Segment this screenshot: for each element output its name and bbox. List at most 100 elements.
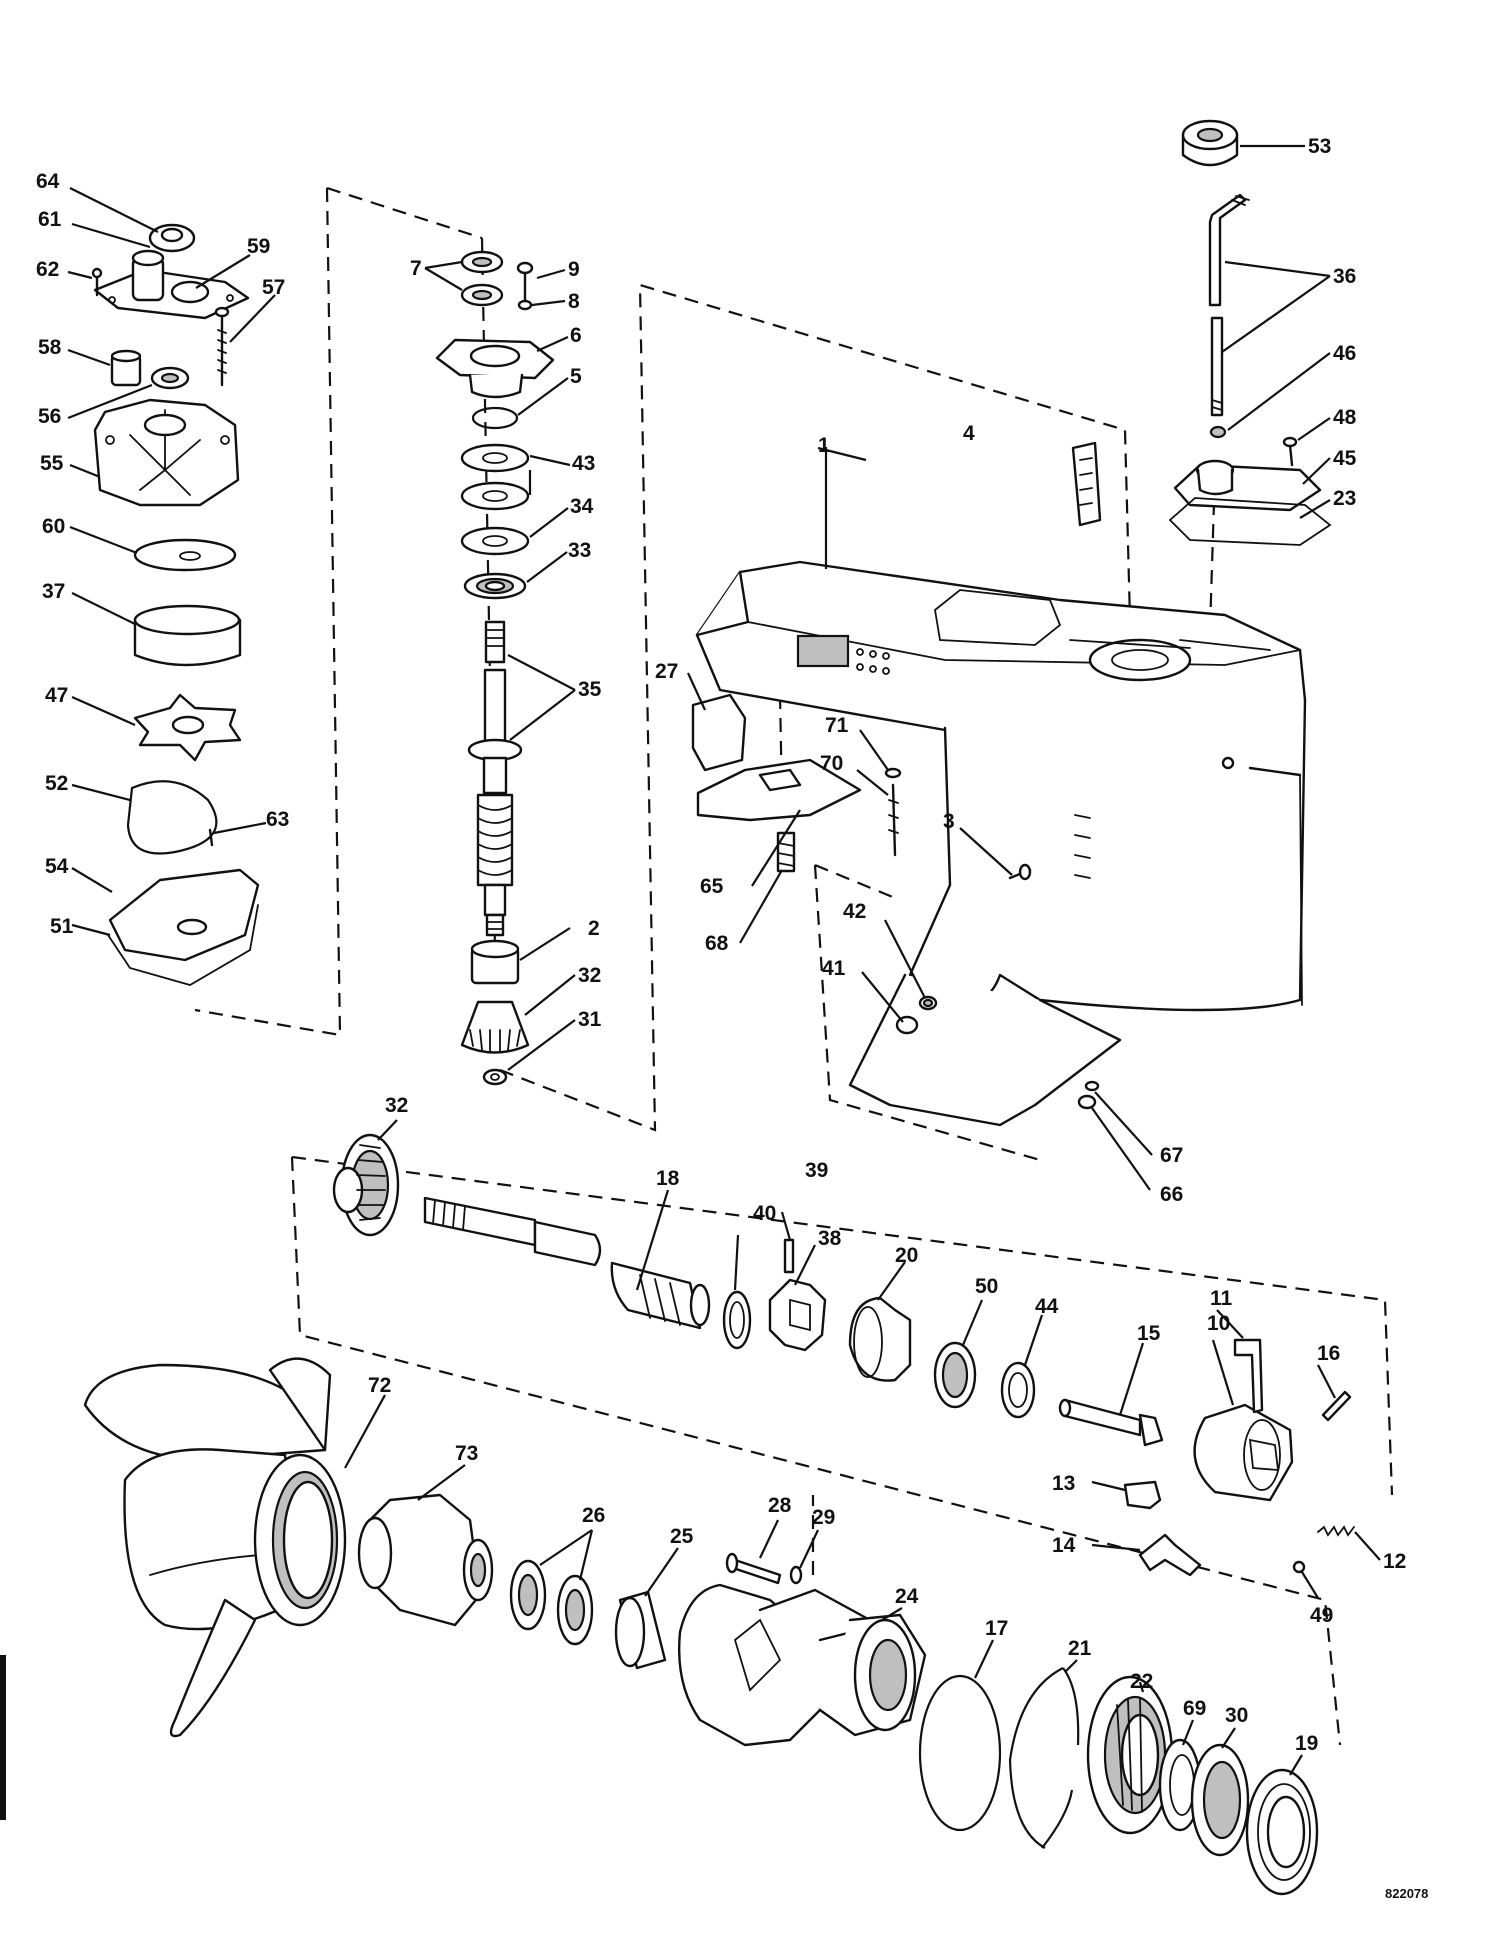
part-14 [1138,1533,1202,1577]
part-21 [1008,1667,1080,1849]
part-15 [1063,1398,1142,1437]
callout-42: 42 [843,900,866,923]
part-52 [126,780,218,855]
callout-51: 51 [50,915,74,938]
callout-8: 8 [568,290,580,313]
part-71 [884,767,902,779]
callout-57: 57 [262,276,285,299]
callout-24: 24 [895,1585,919,1608]
callout-40: 40 [753,1202,776,1225]
part-63 [208,828,214,847]
callout-43: 43 [572,452,595,475]
callout-32-gear: 32 [385,1094,408,1117]
part-36-upper [1208,193,1247,307]
callout-52: 52 [45,772,68,795]
callout-39: 39 [805,1159,828,1182]
callout-5: 5 [570,365,582,388]
callout-44: 44 [1035,1295,1059,1318]
callout-13: 13 [1052,1472,1075,1495]
callout-45: 45 [1333,447,1357,470]
callout-17: 17 [985,1617,1008,1640]
part-39 [783,1238,795,1274]
callout-2: 2 [588,917,600,940]
callout-55: 55 [40,452,64,475]
callout-47: 47 [45,684,68,707]
leader-lines [67,144,1381,1776]
scan-edge-bar [0,1655,6,1820]
callout-30: 30 [1225,1704,1248,1727]
part-29 [789,1565,803,1585]
part-51 [107,904,259,986]
callout-49: 49 [1310,1604,1333,1627]
callout-7: 7 [410,257,422,280]
callout-54: 54 [45,855,69,878]
callout-58: 58 [38,336,62,359]
callout-61: 61 [38,208,62,231]
callout-22: 22 [1130,1670,1153,1693]
water-pump-parts [91,223,260,986]
callout-11: 11 [1210,1287,1233,1310]
part-12 [1317,1525,1355,1537]
callout-28: 28 [768,1494,792,1517]
callout-37: 37 [42,580,65,603]
part-65 [696,758,862,822]
part-27 [691,693,747,772]
callout-46: 46 [1333,342,1356,365]
callout-32-pinion: 32 [578,964,601,987]
part-46 [1209,425,1227,439]
part-44 [1000,1361,1036,1419]
part-36-lower [1210,316,1224,417]
callout-69: 69 [1183,1697,1206,1720]
part-5 [471,406,519,430]
callout-18: 18 [656,1167,680,1190]
callout-20: 20 [895,1244,918,1267]
part-20 [848,1296,912,1382]
callout-9: 9 [568,258,580,281]
callout-35: 35 [578,678,602,701]
part-16 [1321,1390,1352,1422]
part-23 [1168,497,1332,546]
callout-66: 66 [1160,1183,1183,1206]
propeller [83,1357,332,1738]
callout-3: 3 [943,810,955,833]
part-38 [768,1278,827,1352]
part-35 [467,620,523,937]
callout-14: 14 [1052,1534,1076,1557]
callout-34: 34 [570,495,594,518]
callout-60: 60 [42,515,65,538]
gearcase-housing-part-1 [695,560,1307,1127]
shift-rod-parts [1168,119,1332,546]
callout-1: 1 [818,434,830,457]
callout-33: 33 [568,539,591,562]
callout-36: 36 [1333,265,1356,288]
part-32-gear [332,1133,400,1237]
part-32-pinion [460,1000,530,1054]
callout-31: 31 [578,1008,602,1031]
callout-15: 15 [1137,1322,1161,1345]
callout-25: 25 [670,1525,694,1548]
callout-48: 48 [1333,406,1357,429]
callout-10: 10 [1207,1312,1230,1335]
diagram-reference-number: 822078 [1385,1886,1428,1901]
part-8 [517,299,533,311]
part-60 [133,538,237,572]
part-31 [482,1068,508,1086]
callout-73: 73 [455,1442,478,1465]
callout-29: 29 [812,1506,835,1529]
callout-23: 23 [1333,487,1356,510]
propshaft-upper-row [332,1133,1355,1577]
callout-12: 12 [1383,1550,1406,1573]
part-66 [1077,1094,1097,1110]
callout-6: 6 [570,324,582,347]
callout-41: 41 [822,957,846,980]
part-24 [678,1583,927,1747]
part-48 [1288,443,1294,467]
part-13 [1123,1480,1162,1510]
callout-67: 67 [1160,1144,1183,1167]
callouts: 64 61 62 59 57 58 56 55 60 37 47 52 63 5… [36,135,1406,1755]
propshaft-lower-row [83,1357,1319,1896]
callout-70: 70 [820,752,843,775]
callout-50: 50 [975,1275,998,1298]
callout-4: 4 [963,422,975,445]
